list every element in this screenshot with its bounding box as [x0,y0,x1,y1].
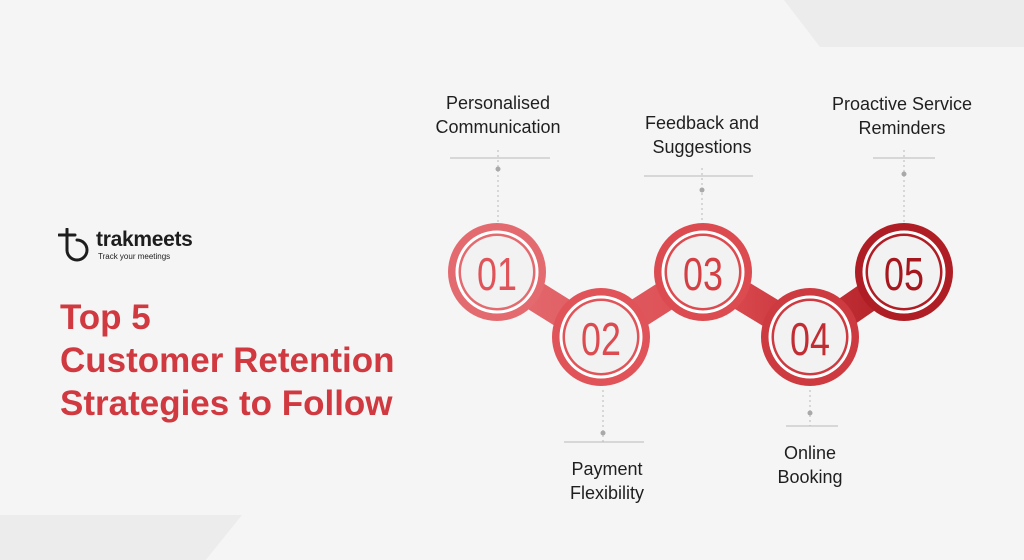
label-line-1: Personalised [445,93,551,113]
step-02: 02 [552,288,650,386]
step-04: 04 [761,288,859,386]
step-01: 01 [448,223,546,321]
decorative-corner-top [784,0,1024,47]
step-number: 03 [683,249,723,300]
step-number: 04 [790,314,830,365]
title-line-1: Top 5 [60,298,151,337]
step-01-label: Personalised Communication [408,91,588,139]
label-line-1: Online [783,443,837,463]
page-title: Top 5 Customer Retention Strategies to F… [60,296,394,425]
step-number: 01 [477,249,517,300]
step-05-label: Proactive Service Reminders [802,92,1002,140]
step-05: 05 [855,223,953,321]
leader-lines [450,150,935,443]
title-line-2: Customer Retention [60,341,395,380]
trakmeets-logo-icon [58,228,89,262]
step-02-label: Payment Flexibility [527,457,687,505]
label-line-2: Communication [435,117,561,137]
step-number: 02 [581,314,621,365]
brand-tagline: Track your meetings [98,252,171,261]
step-04-label: Online Booking [740,441,880,489]
label-line-1: Proactive Service [831,94,973,114]
label-line-2: Flexibility [569,483,644,503]
label-line-1: Feedback and [644,113,760,133]
decorative-corner-bottom [0,515,242,560]
brand-logo: trakmeets Track your meetings [58,228,193,264]
label-line-1: Payment [571,459,643,479]
label-line-2: Suggestions [652,137,752,157]
label-line-2: Booking [777,467,843,487]
step-number: 05 [884,249,924,300]
step-03: 03 [654,223,752,321]
leader-dots [495,166,907,436]
label-line-2: Reminders [858,118,946,138]
brand-name: trakmeets [96,228,193,251]
title-line-3: Strategies to Follow [60,384,393,423]
step-03-label: Feedback and Suggestions [612,111,792,159]
